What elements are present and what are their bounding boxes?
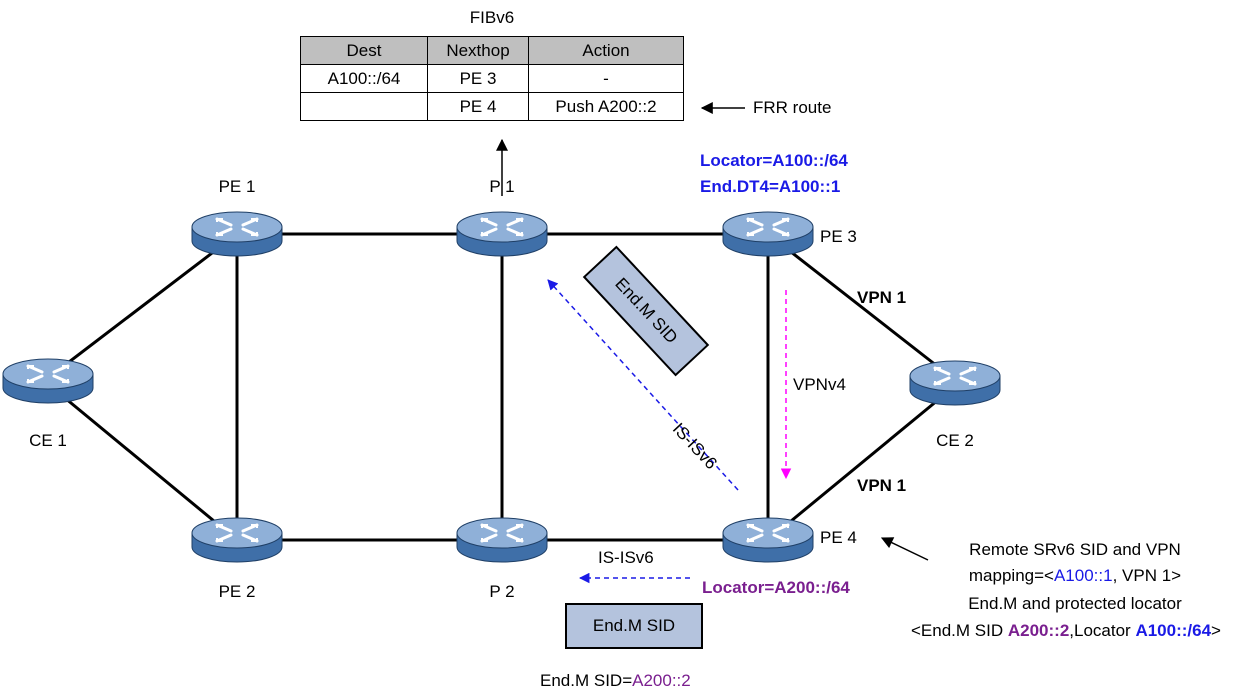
node-label-p1: P 1	[489, 177, 515, 196]
fib-header-nexthop: Nexthop	[427, 36, 529, 65]
end-m-sid-caption: End.M SID=A200::2	[540, 672, 691, 689]
annotation-line2-prefix: mapping=<	[968, 566, 1054, 585]
node-label-ce1: CE 1	[29, 431, 67, 450]
table-row: A100::/64 PE 3 -	[300, 64, 684, 93]
annotation-line4: <End.M SID A200::2,Locator A100::/64>	[880, 622, 1252, 639]
fib-header-dest: Dest	[300, 36, 428, 65]
annotation-line2: mapping=<A100::1, VPN 1>	[900, 567, 1250, 584]
fib-cell	[300, 92, 428, 121]
routers	[2, 211, 1001, 563]
fib-title: FIBv6	[469, 8, 515, 27]
annotation-line4-sid: A200::2	[1007, 621, 1070, 640]
vpnv4-label: VPNv4	[793, 375, 846, 394]
router-p2-icon	[456, 517, 548, 563]
fib-cell: PE 4	[427, 92, 529, 121]
annotation-line4-suffix: >	[1211, 621, 1221, 640]
annotation-line4-mid: ,Locator	[1069, 621, 1136, 640]
isis-bottom-label: IS-ISv6	[598, 548, 654, 567]
router-pe2-icon	[191, 517, 283, 563]
fib-cell: A100::/64	[300, 64, 428, 93]
router-ce2-icon	[909, 360, 1001, 406]
router-pe3-icon	[722, 211, 814, 257]
table-row: PE 4 Push A200::2	[300, 92, 684, 121]
pe4-annotation-arrow	[880, 537, 929, 561]
annotation-line1: Remote SRv6 SID and VPN	[969, 540, 1181, 559]
link-pe4-ce2	[767, 384, 956, 542]
isis-diag-arrow	[547, 279, 739, 491]
annotation-line3: End.M and protected locator	[968, 594, 1182, 613]
router-p1-icon	[456, 211, 548, 257]
frr-route-label: FRR route	[753, 98, 832, 117]
node-label-pe2: PE 2	[218, 582, 256, 601]
annotation-line4-locator: A100::/64	[1135, 621, 1212, 640]
link-ce1-pe1	[47, 232, 238, 380]
vpn1-top-label: VPN 1	[857, 288, 907, 307]
pe4-locator: Locator=A200::/64	[702, 578, 850, 597]
link-ce1-pe2	[47, 382, 238, 542]
fib-cell: PE 3	[427, 64, 529, 93]
pe3-end-dt4: End.DT4=A100::1	[700, 177, 841, 196]
annotation-line2-suffix: , VPN 1>	[1112, 566, 1182, 585]
end-m-sid-box-bottom: End.M SID	[565, 603, 703, 649]
end-m-sid-box-bottom-label: End.M SID	[592, 616, 676, 635]
fib-cell: -	[528, 64, 684, 93]
link-pe3-ce2	[767, 232, 956, 382]
node-label-pe4: PE 4	[820, 528, 857, 547]
router-ce1-icon	[2, 358, 94, 404]
fib-header-row: Dest Nexthop Action	[300, 36, 684, 65]
fib-cell: Push A200::2	[528, 92, 684, 121]
vpn1-bottom-label: VPN 1	[857, 476, 907, 495]
node-label-p2: P 2	[489, 582, 515, 601]
router-pe1-icon	[191, 211, 283, 257]
annotation-line4-prefix: <End.M SID	[911, 621, 1008, 640]
router-pe4-icon	[722, 517, 814, 563]
end-m-sid-caption-value: A200::2	[632, 671, 691, 690]
fib-table: Dest Nexthop Action A100::/64 PE 3 - PE …	[300, 36, 684, 121]
node-label-pe1: PE 1	[218, 177, 256, 196]
pe3-locator: Locator=A100::/64	[700, 151, 848, 170]
annotation-line2-sid: A100::1	[1053, 566, 1113, 585]
node-label-pe3: PE 3	[820, 227, 857, 246]
end-m-sid-caption-prefix: End.M SID=	[540, 671, 633, 690]
fib-header-action: Action	[528, 36, 684, 65]
node-label-ce2: CE 2	[936, 431, 974, 450]
